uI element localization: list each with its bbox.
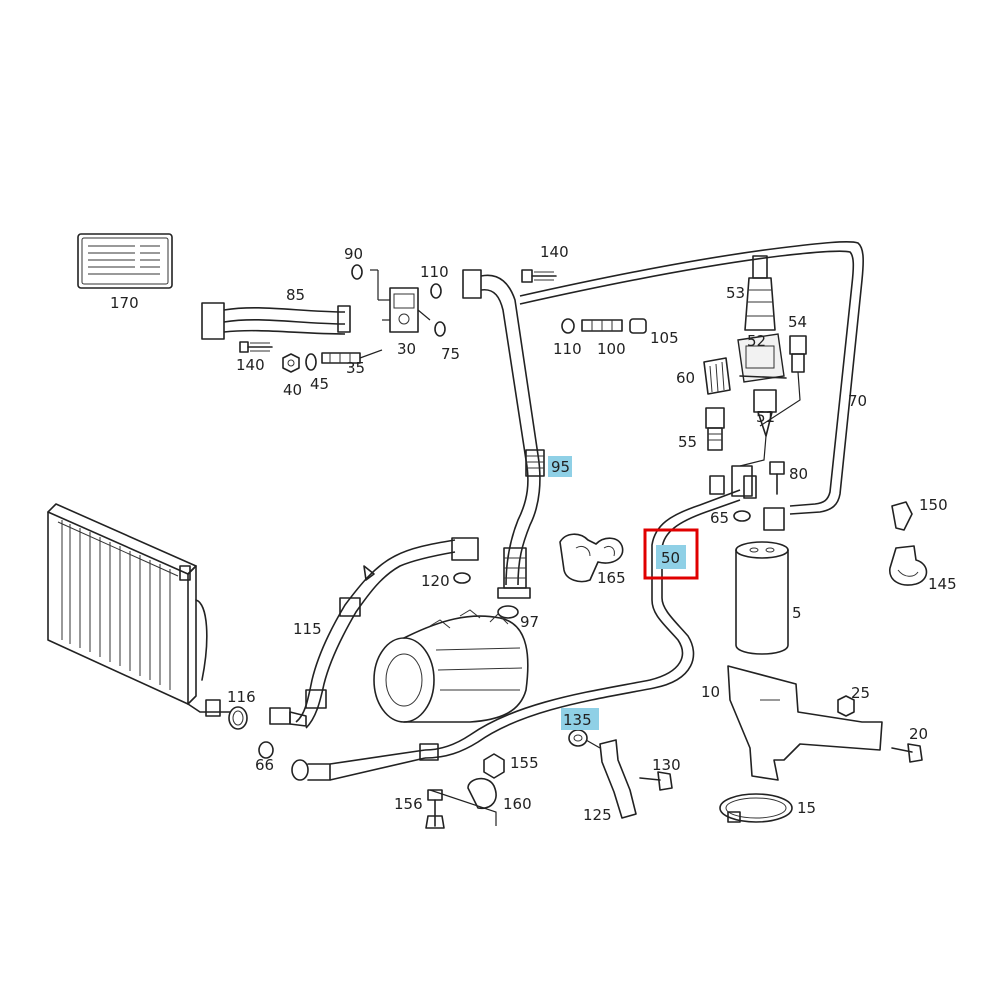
label-40[interactable]: 40 (283, 381, 302, 399)
selection-box-50 (643, 528, 699, 580)
label-10[interactable]: 10 (701, 683, 720, 701)
part-125-bracket[interactable] (585, 739, 637, 819)
part-120-seal[interactable] (453, 572, 471, 584)
part-20-bolt[interactable] (891, 743, 923, 763)
part-5-receiver-drier[interactable] (735, 541, 789, 655)
compressor[interactable] (373, 609, 529, 723)
part-35-stud[interactable] (321, 349, 383, 364)
part-90-washer[interactable] (351, 264, 363, 280)
label-140-left[interactable]: 140 (236, 356, 265, 374)
label-45[interactable]: 45 (310, 375, 329, 393)
label-80[interactable]: 80 (789, 465, 808, 483)
label-156[interactable]: 156 (394, 795, 423, 813)
highlight-95 (548, 456, 572, 477)
label-60[interactable]: 60 (676, 369, 695, 387)
label-135[interactable]: 135 (563, 711, 592, 729)
label-50[interactable]: 50 (661, 549, 680, 567)
part-145-clamp[interactable] (889, 545, 928, 586)
label-100[interactable]: 100 (597, 340, 626, 358)
part-60-cap[interactable] (703, 357, 731, 395)
lower-fitting[interactable] (269, 707, 439, 781)
label-150[interactable]: 150 (919, 496, 948, 514)
part-156-bolt[interactable] (425, 789, 445, 829)
label-160[interactable]: 160 (503, 795, 532, 813)
label-65[interactable]: 65 (710, 509, 729, 527)
label-110-upper[interactable]: 110 (420, 263, 449, 281)
part-45-washer[interactable] (305, 353, 317, 371)
part-55-switch[interactable] (705, 407, 725, 451)
part-140-bolt-left[interactable] (239, 341, 273, 353)
label-110-lower[interactable]: 110 (553, 340, 582, 358)
label-130[interactable]: 130 (652, 756, 681, 774)
part-97-seal[interactable] (497, 605, 519, 619)
part-80-bolt[interactable] (769, 461, 785, 495)
part-receiver-fitting[interactable] (709, 465, 785, 531)
label-97[interactable]: 97 (520, 613, 539, 631)
label-54[interactable]: 54 (788, 313, 807, 331)
label-165[interactable]: 165 (597, 569, 626, 587)
part-75-washer[interactable] (434, 321, 446, 337)
label-51[interactable]: 51 (756, 408, 775, 426)
part-30-expansion-valve[interactable] (370, 269, 431, 333)
part-160-clamp[interactable] (429, 777, 497, 826)
condenser[interactable] (47, 503, 231, 717)
part-54-pressure-switch[interactable] (759, 335, 807, 427)
label-140-top[interactable]: 140 (540, 243, 569, 261)
label-95[interactable]: 95 (551, 458, 570, 476)
part-130-bolt[interactable] (639, 771, 673, 791)
part-115-discharge-hose[interactable] (295, 537, 479, 729)
part-66-seal[interactable] (258, 741, 274, 759)
part-53-sensor-boot[interactable] (744, 255, 776, 331)
label-66[interactable]: 66 (255, 756, 274, 774)
label-30[interactable]: 30 (397, 340, 416, 358)
part-150-clip[interactable] (891, 501, 913, 531)
label-5[interactable]: 5 (792, 604, 802, 622)
part-85-hose[interactable] (201, 302, 351, 340)
part-140-bolt-top[interactable] (521, 269, 557, 283)
part-135-washer[interactable] (568, 729, 588, 747)
part-95-suction-line[interactable] (462, 269, 545, 599)
label-125[interactable]: 125 (583, 806, 612, 824)
part-116-seal[interactable] (228, 706, 248, 730)
part-65-seal[interactable] (733, 510, 751, 522)
label-85[interactable]: 85 (286, 286, 305, 304)
part-165-clip[interactable] (559, 533, 624, 583)
part-51-switch[interactable] (739, 389, 777, 467)
label-105[interactable]: 105 (650, 329, 679, 347)
part-105-cap[interactable] (629, 318, 647, 334)
label-55[interactable]: 55 (678, 433, 697, 451)
part-110-washer-b[interactable] (561, 318, 575, 334)
label-120[interactable]: 120 (421, 572, 450, 590)
part-10-bracket[interactable] (727, 665, 883, 781)
part-155-nut[interactable] (483, 753, 505, 779)
label-116[interactable]: 116 (227, 688, 256, 706)
highlight-135 (561, 708, 599, 730)
part-70-pressure-line[interactable] (519, 241, 864, 515)
part-100-valve-core[interactable] (581, 319, 623, 332)
label-75[interactable]: 75 (441, 345, 460, 363)
label-25[interactable]: 25 (851, 684, 870, 702)
label-35[interactable]: 35 (346, 359, 365, 377)
part-170-label-sticker[interactable] (77, 233, 173, 289)
label-70[interactable]: 70 (848, 392, 867, 410)
part-25-nut[interactable] (837, 695, 855, 717)
label-155[interactable]: 155 (510, 754, 539, 772)
label-170[interactable]: 170 (110, 294, 139, 312)
part-40-nut[interactable] (282, 353, 300, 373)
part-52-relay-block[interactable] (737, 333, 787, 383)
highlight-50 (656, 545, 686, 569)
label-90[interactable]: 90 (344, 245, 363, 263)
label-145[interactable]: 145 (928, 575, 957, 593)
label-52[interactable]: 52 (747, 332, 766, 350)
label-115[interactable]: 115 (293, 620, 322, 638)
label-53[interactable]: 53 (726, 284, 745, 302)
part-15-strap[interactable] (719, 793, 793, 823)
label-15[interactable]: 15 (797, 799, 816, 817)
label-20[interactable]: 20 (909, 725, 928, 743)
part-110-washer-a[interactable] (430, 283, 442, 299)
